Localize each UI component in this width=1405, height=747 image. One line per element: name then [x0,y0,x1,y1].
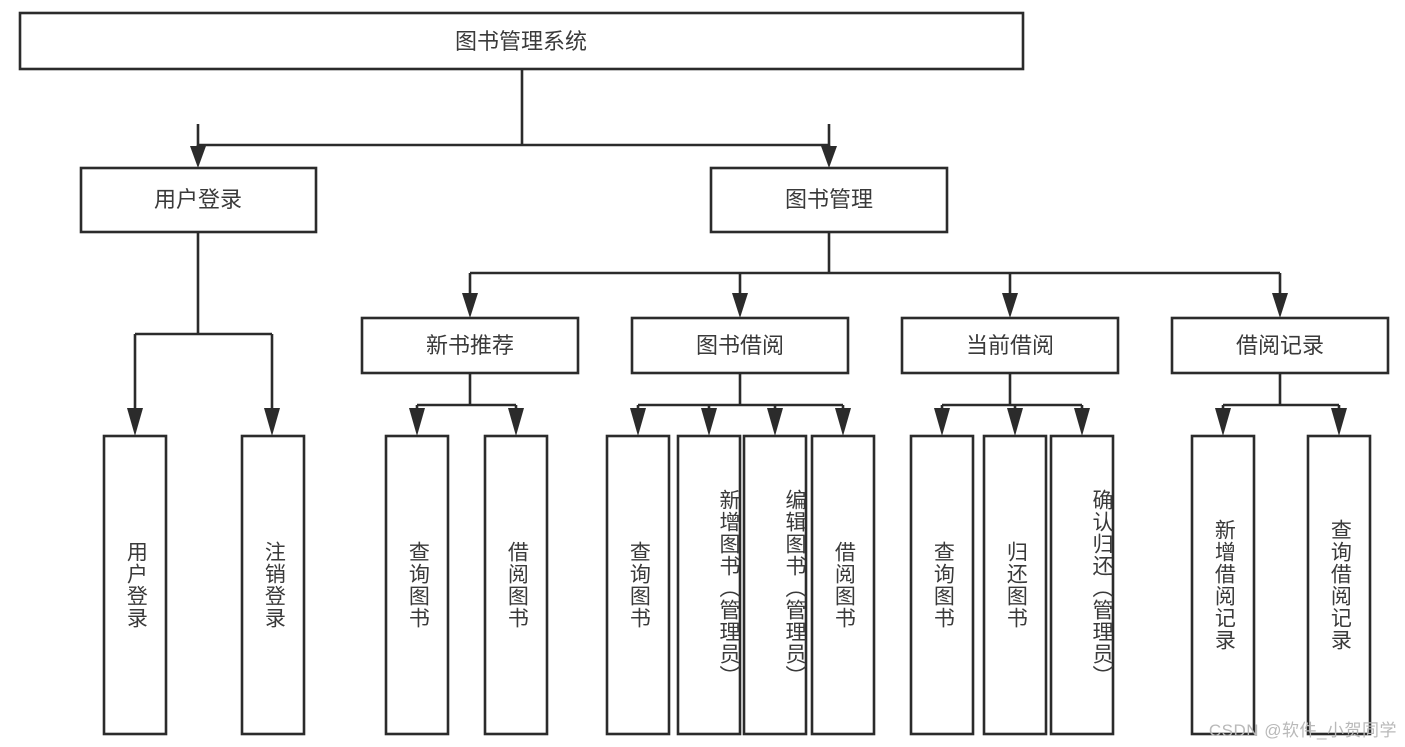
arrow-head-leaf-query-book-current [934,408,950,436]
arrow-head-leaf-borrow-book [835,408,851,436]
connector-group-root [190,69,837,168]
node-box-borrow-record[interactable] [1170,316,1390,375]
node-box-new-book-recommend[interactable] [360,316,580,375]
node-box-leaf-borrow-book-recommend[interactable] [483,434,549,736]
arrow-head-leaf-add-borrow-record [1215,408,1231,436]
node-box-leaf-query-borrow-record[interactable] [1306,434,1372,736]
node-box-leaf-confirm-return-admin[interactable] [1049,434,1115,736]
connector-group-book-borrow [630,373,851,436]
node-label-new-book-recommend: 新书推荐 [426,333,514,358]
connector-group-borrow-record [1215,373,1347,436]
connector-group-book-management [462,232,1288,318]
arrow-head-leaf-query-borrow-record [1331,408,1347,436]
arrow-head-to-user-login [190,146,206,168]
arrow-head-borrow-record [1272,293,1288,318]
watermark-text: CSDN @软件_小贺同学 [1208,721,1397,740]
arrow-head-leaf-edit-book-admin [767,408,783,436]
node-box-leaf-return-book[interactable] [982,434,1048,736]
connector-group-user-login [127,232,280,436]
node-box-user-login[interactable] [79,166,318,234]
node-box-leaf-add-book-admin[interactable] [676,434,742,736]
node-label-current-borrow: 当前借阅 [966,333,1054,358]
connector-group-new-book-recommend [409,373,524,436]
node-box-leaf-query-book-recommend[interactable] [384,434,450,736]
node-box-root[interactable] [18,11,1025,71]
arrow-head-leaf-query-book-recommend [409,408,425,436]
arrow-head-leaf-confirm-return-admin [1074,408,1090,436]
node-label-root: 图书管理系统 [455,29,587,54]
arrow-head-new-book-recommend [462,293,478,318]
node-box-book-borrow[interactable] [630,316,850,375]
arrow-head-to-book-management [821,146,837,168]
node-box-current-borrow[interactable] [900,316,1120,375]
node-box-leaf-query-book-current[interactable] [909,434,975,736]
arrow-head-book-borrow [732,293,748,318]
node-box-leaf-logout-login[interactable] [240,434,306,736]
arrow-head-leaf-logout-login [264,408,280,436]
node-box-book-management[interactable] [709,166,949,234]
node-box-leaf-edit-book-admin[interactable] [742,434,808,736]
node-box-leaf-query-book-borrow[interactable] [605,434,671,736]
connector-group-current-borrow [934,373,1090,436]
node-box-leaf-user-login[interactable] [102,434,168,736]
arrow-head-leaf-user-login [127,408,143,436]
node-label-borrow-record: 借阅记录 [1236,333,1324,358]
arrow-head-leaf-query-book-borrow [630,408,646,436]
node-box-leaf-borrow-book[interactable] [810,434,876,736]
arrow-head-leaf-add-book-admin [701,408,717,436]
node-label-user-login: 用户登录 [154,187,242,212]
arrow-head-leaf-borrow-book-recommend [508,408,524,436]
node-label-book-management: 图书管理 [785,187,873,212]
node-label-book-borrow: 图书借阅 [696,333,784,358]
arrow-head-current-borrow [1002,293,1018,318]
arrow-head-leaf-return-book [1007,408,1023,436]
node-box-leaf-add-borrow-record[interactable] [1190,434,1256,736]
